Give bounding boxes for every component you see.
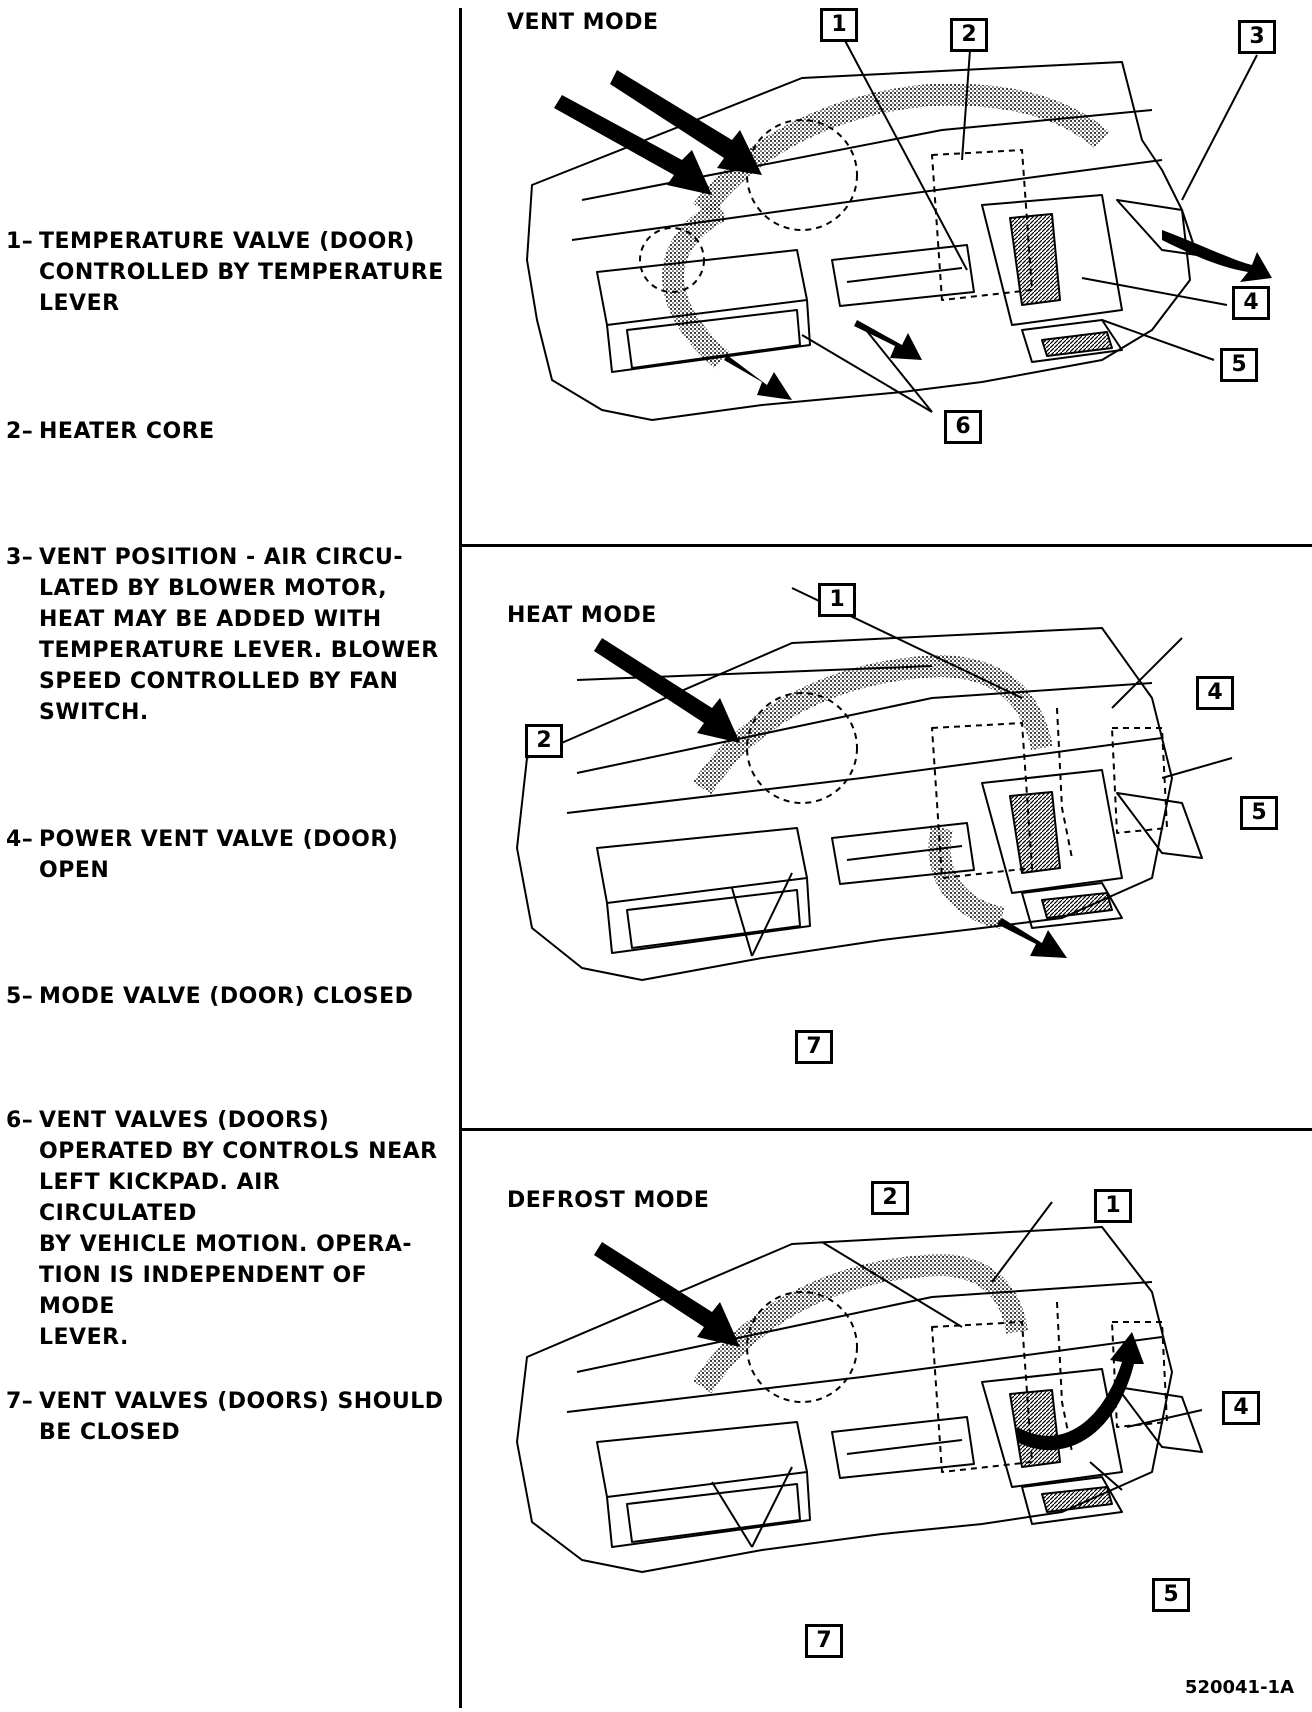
- legend-item-3: 3– VENT POSITION - AIR CIRCU- LATED BY B…: [6, 542, 446, 728]
- legend-text: HEATER CORE: [39, 419, 215, 444]
- legend-text: VENT POSITION - AIR CIRCU- LATED BY BLOW…: [39, 545, 439, 725]
- legend-number: 2–: [6, 419, 34, 444]
- heat-callout-1: 1: [818, 583, 856, 617]
- legend-number: 1–: [6, 229, 34, 254]
- legend-text: MODE VALVE (DOOR) CLOSED: [39, 984, 414, 1009]
- legend-item-4: 4– POWER VENT VALVE (DOOR) OPEN: [6, 824, 446, 886]
- vent-callout-3: 3: [1238, 20, 1276, 54]
- vent-callout-6: 6: [944, 410, 982, 444]
- vent-mode-illustration: [526, 34, 1272, 421]
- panel-divider-1: [461, 544, 1312, 547]
- legend-number: 4–: [6, 827, 34, 852]
- legend-number: 5–: [6, 984, 34, 1009]
- vent-mode-title: VENT MODE: [507, 10, 659, 35]
- defrost-callout-1: 1: [1094, 1189, 1132, 1223]
- legend-text: VENT VALVES (DOORS) OPERATED BY CONTROLS…: [39, 1108, 438, 1350]
- vent-callout-1: 1: [820, 8, 858, 42]
- heat-callout-7: 7: [795, 1030, 833, 1064]
- defrost-mode-illustration: [516, 1201, 1203, 1573]
- legend-item-2: 2– HEATER CORE: [6, 416, 446, 447]
- heat-mode-illustration: [516, 587, 1233, 981]
- legend-number: 6–: [6, 1108, 34, 1133]
- vent-callout-5: 5: [1220, 348, 1258, 382]
- heat-mode-title: HEAT MODE: [507, 603, 657, 628]
- column-divider: [459, 8, 462, 1708]
- legend-item-6: 6– VENT VALVES (DOORS) OPERATED BY CONTR…: [6, 1105, 446, 1353]
- panel-divider-2: [461, 1128, 1312, 1131]
- defrost-callout-5: 5: [1152, 1578, 1190, 1612]
- legend-number: 7–: [6, 1389, 34, 1414]
- defrost-callout-2: 2: [871, 1181, 909, 1215]
- defrost-callout-7: 7: [805, 1624, 843, 1658]
- legend-number: 3–: [6, 545, 34, 570]
- legend-item-7: 7– VENT VALVES (DOORS) SHOULD BE CLOSED: [6, 1386, 446, 1448]
- legend-text: TEMPERATURE VALVE (DOOR) CONTROLLED BY T…: [39, 229, 444, 316]
- heat-callout-2: 2: [525, 724, 563, 758]
- vent-callout-4: 4: [1232, 286, 1270, 320]
- vent-callout-2: 2: [950, 18, 988, 52]
- legend-item-1: 1– TEMPERATURE VALVE (DOOR) CONTROLLED B…: [6, 226, 446, 319]
- defrost-mode-title: DEFROST MODE: [507, 1188, 710, 1213]
- heat-callout-5: 5: [1240, 796, 1278, 830]
- legend-item-5: 5– MODE VALVE (DOOR) CLOSED: [6, 981, 446, 1012]
- legend-text: VENT VALVES (DOORS) SHOULD BE CLOSED: [39, 1389, 444, 1445]
- legend-text: POWER VENT VALVE (DOOR) OPEN: [39, 827, 399, 883]
- figure-code: 520041-1A: [1184, 1677, 1294, 1698]
- heat-callout-4: 4: [1196, 676, 1234, 710]
- defrost-callout-4: 4: [1222, 1391, 1260, 1425]
